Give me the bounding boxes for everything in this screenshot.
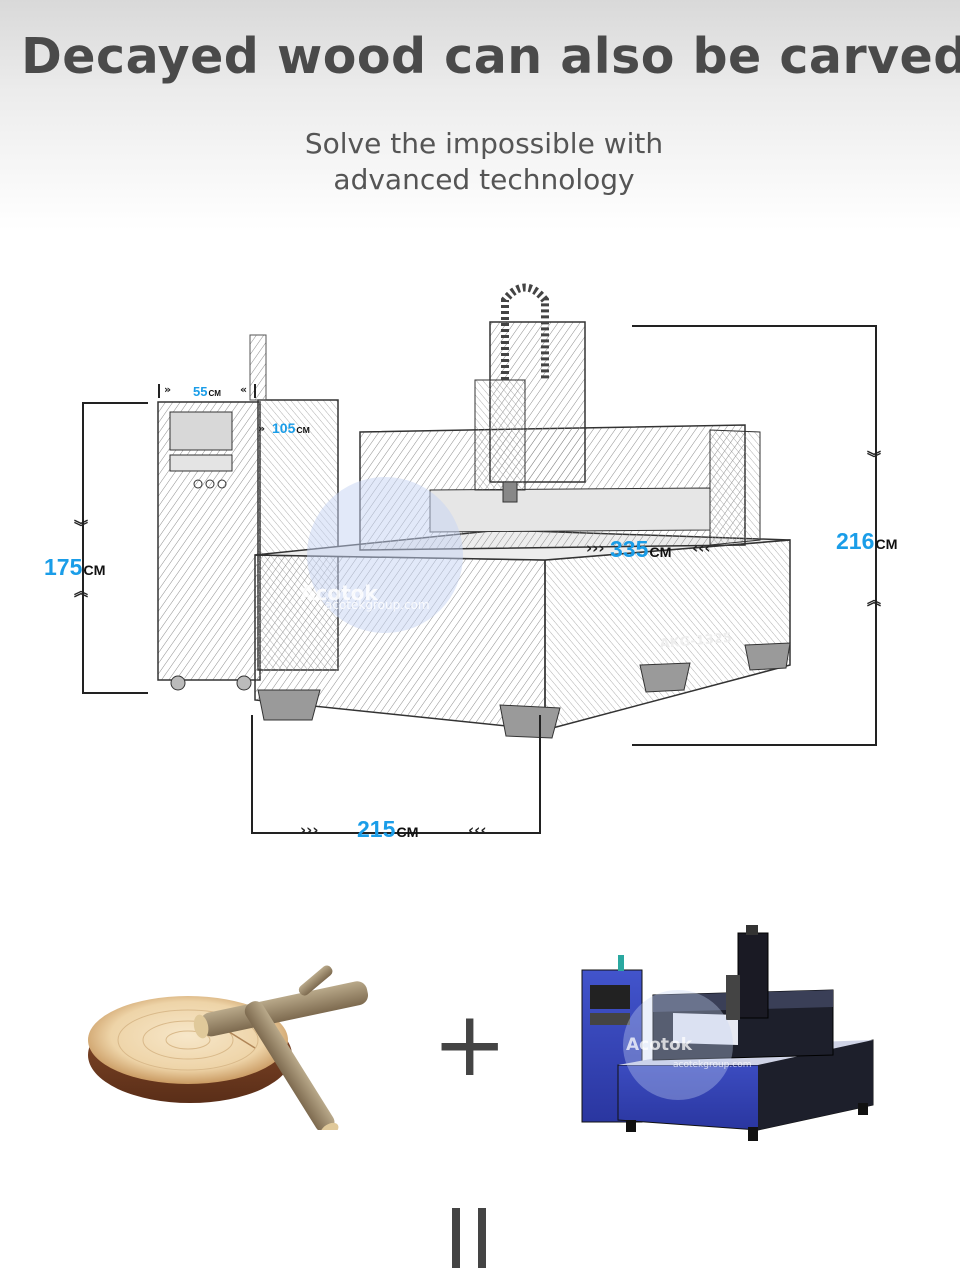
machine-photo-url: acotekgroup.com xyxy=(673,1060,751,1070)
equals-bar-right xyxy=(478,1208,486,1268)
dim-unit: CM xyxy=(396,825,419,841)
chevron-left-icon: ‹‹‹ xyxy=(468,821,487,839)
watermark-url: acotekgroup.com xyxy=(325,598,430,612)
cnc-machine-image: Acotok acotekgroup.com xyxy=(581,925,874,1141)
dim-label-105: 105CM xyxy=(272,421,310,435)
equals-symbol xyxy=(452,1208,492,1268)
dim-value: 335 xyxy=(610,536,649,562)
dim-unit: CM xyxy=(83,563,106,579)
machine-gantry xyxy=(359,424,761,551)
chevron-right-icon: » xyxy=(258,422,266,435)
machine-photo-logo: Acotok xyxy=(626,1035,693,1055)
dim-unit: CM xyxy=(649,545,672,561)
dim-label-55: 55CM xyxy=(193,385,221,398)
dim-label-335: 335CM xyxy=(610,538,672,561)
width-215-bracket xyxy=(251,715,541,834)
dim-value: 105 xyxy=(272,420,296,436)
chevron-right-icon: ››› xyxy=(586,539,605,557)
wood-slice-image xyxy=(88,965,369,1130)
watermark xyxy=(307,477,463,633)
chevron-up-icon: ︽ xyxy=(867,593,881,609)
dim-unit: CM xyxy=(296,425,310,435)
chevron-right-icon: » xyxy=(164,383,172,396)
machine-sketch: Acotok acotekgroup.com AKG-1325 xyxy=(157,283,791,739)
chevron-down-icon: ︾ xyxy=(867,451,881,467)
dim-label-216: 216CM xyxy=(836,530,898,553)
page-title: Decayed wood can also be carved xyxy=(21,28,960,85)
header-background xyxy=(0,0,960,230)
height-175-bracket xyxy=(82,402,148,694)
chevron-left-icon: ‹‹‹ xyxy=(692,539,711,557)
chevron-left-icon: « xyxy=(240,383,248,396)
dim-value: 175 xyxy=(44,554,83,580)
height-216-bracket xyxy=(632,325,877,746)
chevron-down-icon: ︾ xyxy=(74,520,88,536)
width-55-tick-left xyxy=(158,384,160,398)
dim-label-175: 175CM xyxy=(44,556,106,579)
spindle-head xyxy=(474,283,586,503)
dim-value: 55 xyxy=(193,384,208,399)
plus-symbol: + xyxy=(432,992,508,1097)
equals-bar-left xyxy=(452,1208,460,1268)
dim-unit: CM xyxy=(208,389,221,398)
model-plate: AKG-1325 xyxy=(659,631,732,652)
subtitle-line-1: Solve the impossible with xyxy=(304,127,664,160)
subtitle-line-2: advanced technology xyxy=(333,163,635,196)
watermark-logo: Acotok xyxy=(300,581,378,605)
dim-value: 215 xyxy=(357,816,396,842)
dim-unit: CM xyxy=(875,537,898,553)
chevron-up-icon: ︽ xyxy=(74,584,88,600)
width-55-tick-right xyxy=(254,384,256,398)
dim-label-215: 215CM xyxy=(357,818,419,841)
chevron-right-icon: ››› xyxy=(300,821,319,839)
dim-value: 216 xyxy=(836,528,875,554)
